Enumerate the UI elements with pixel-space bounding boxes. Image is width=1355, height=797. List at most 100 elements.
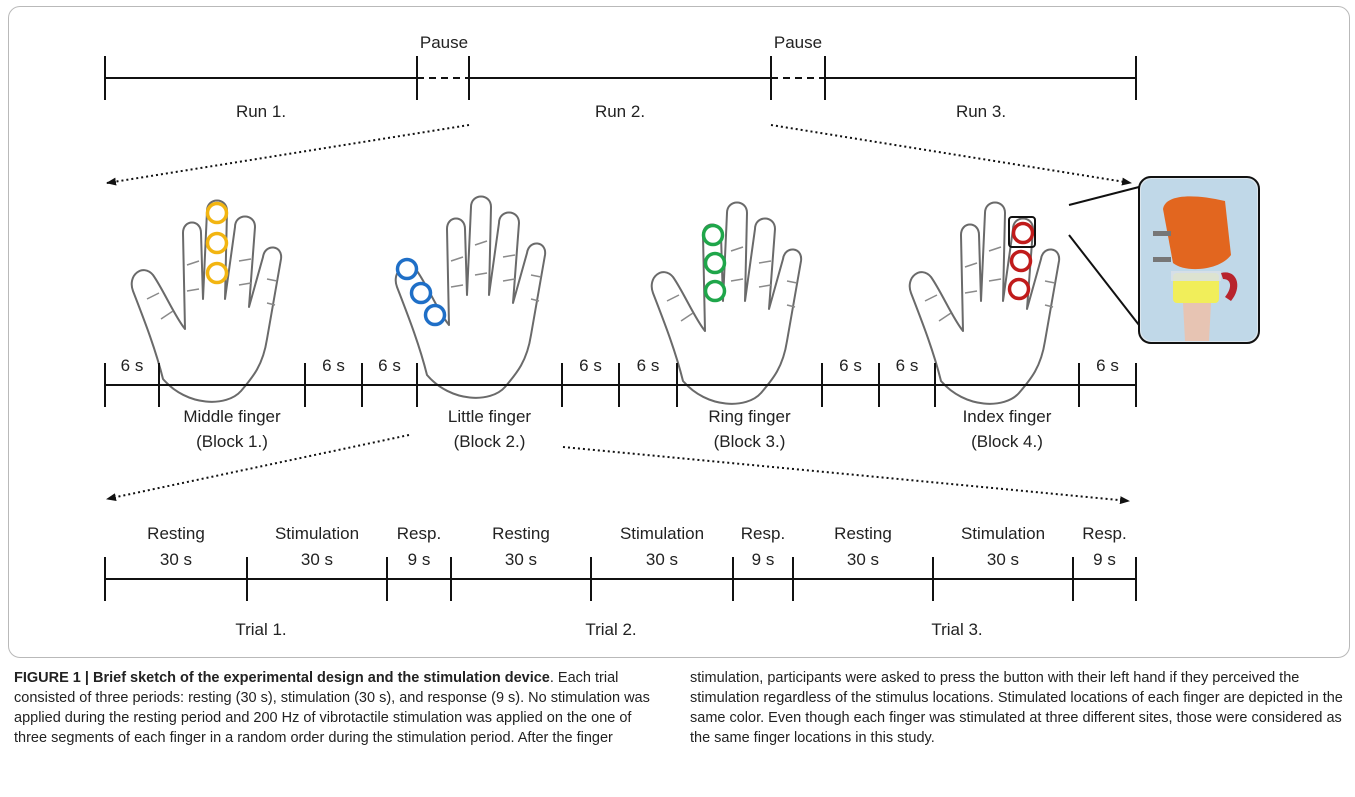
period-label: Resting (834, 524, 892, 543)
stimulation-device-photo (1139, 177, 1259, 343)
expansion-arrow-right (771, 125, 1131, 183)
expansion-arrow-right (563, 447, 1129, 501)
hand-crease-4 (239, 259, 251, 261)
period-label: Stimulation (620, 524, 704, 543)
hand-crease-9 (939, 313, 951, 321)
hand-crease-4 (503, 255, 515, 257)
block-label: (Block 3.) (714, 432, 786, 451)
hand-crease-5 (239, 283, 251, 285)
period-label: Stimulation (275, 524, 359, 543)
device-orange-foam (1163, 196, 1231, 269)
hand-outline-middle (132, 201, 281, 402)
period-label: Resp. (1082, 524, 1126, 543)
period-label: Stimulation (961, 524, 1045, 543)
hand-crease-3 (475, 273, 487, 275)
run-label: Run 2. (595, 102, 645, 121)
period-label: Resting (147, 524, 205, 543)
hand-crease-0 (965, 263, 977, 267)
rest-duration-label: 6 s (839, 356, 862, 375)
run-label: Run 3. (956, 102, 1006, 121)
zoom-line-top (1069, 187, 1139, 205)
stimulus-site-index-2 (1012, 252, 1031, 271)
hand-crease-4 (759, 261, 771, 263)
device-clear-clip (1171, 271, 1221, 281)
figure-caption-right: stimulation, participants were asked to … (690, 668, 1350, 748)
figure-caption-label: FIGURE 1 | Brief sketch of the experimen… (14, 670, 550, 686)
period-duration-label: 9 s (1093, 550, 1116, 569)
hand-crease-0 (187, 261, 199, 265)
expansion-arrow-left (107, 125, 469, 183)
hand-crease-1 (187, 289, 199, 291)
device-pin-upper (1153, 231, 1171, 236)
hand-crease-5 (759, 285, 771, 287)
rest-duration-label: 6 s (378, 356, 401, 375)
stimulus-site-ring-1 (704, 226, 723, 245)
rest-duration-label: 6 s (322, 356, 345, 375)
hand-crease-8 (667, 295, 679, 301)
stimulus-site-ring-2 (706, 254, 725, 273)
stimulus-site-index-1 (1014, 224, 1033, 243)
period-label: Resp. (397, 524, 441, 543)
stimulus-site-ring-3 (706, 282, 725, 301)
trial-label: Trial 2. (585, 620, 636, 639)
period-duration-label: 30 s (847, 550, 879, 569)
hand-crease-6 (1045, 281, 1055, 283)
period-duration-label: 30 s (646, 550, 678, 569)
period-label: Resp. (741, 524, 785, 543)
hand-crease-2 (731, 247, 743, 251)
hand-crease-1 (965, 291, 977, 293)
stimulus-site-little-2 (412, 284, 431, 303)
block-label: (Block 4.) (971, 432, 1043, 451)
stimulus-site-middle-2 (208, 234, 227, 253)
figure-caption-left: FIGURE 1 | Brief sketch of the experimen… (14, 668, 664, 748)
hand-crease-0 (451, 257, 463, 261)
hand-crease-6 (531, 275, 541, 277)
hand-crease-2 (989, 247, 1001, 251)
trial-label: Trial 3. (931, 620, 982, 639)
rest-duration-label: 6 s (579, 356, 602, 375)
stimulus-site-little-1 (398, 260, 417, 279)
finger-label: Ring finger (708, 407, 791, 426)
hand-crease-3 (989, 279, 1001, 281)
block-label: (Block 1.) (196, 432, 268, 451)
hand-crease-1 (451, 285, 463, 287)
period-duration-label: 9 s (752, 550, 775, 569)
rest-duration-label: 6 s (637, 356, 660, 375)
stimulus-site-middle-3 (208, 264, 227, 283)
hand-outline-little (396, 197, 545, 398)
zoom-line-bottom (1069, 235, 1139, 325)
stimulus-site-little-3 (426, 306, 445, 325)
fingertip (1183, 303, 1211, 341)
period-duration-label: 30 s (160, 550, 192, 569)
hand-shape (652, 203, 801, 404)
pause-label: Pause (774, 33, 822, 52)
hand-crease-2 (475, 241, 487, 245)
period-duration-label: 30 s (505, 550, 537, 569)
hand-crease-8 (925, 295, 937, 301)
hand-shape (132, 201, 281, 402)
period-duration-label: 9 s (408, 550, 431, 569)
finger-label: Little finger (448, 407, 531, 426)
hand-crease-8 (147, 293, 159, 299)
device-pin-lower (1153, 257, 1171, 262)
trial-label: Trial 1. (235, 620, 286, 639)
finger-label: Middle finger (183, 407, 281, 426)
stimulus-site-index-3 (1010, 280, 1029, 299)
hand-outline-ring (652, 203, 801, 404)
period-label: Resting (492, 524, 550, 543)
hand-crease-6 (787, 281, 797, 283)
period-duration-label: 30 s (987, 550, 1019, 569)
hand-crease-9 (161, 311, 173, 319)
period-duration-label: 30 s (301, 550, 333, 569)
block-label: (Block 2.) (454, 432, 526, 451)
rest-duration-label: 6 s (1096, 356, 1119, 375)
hand-shape (910, 203, 1059, 404)
pause-label: Pause (420, 33, 468, 52)
run-label: Run 1. (236, 102, 286, 121)
rest-duration-label: 6 s (896, 356, 919, 375)
hand-crease-5 (503, 279, 515, 281)
hand-crease-6 (267, 279, 277, 281)
hand-outline-index (910, 203, 1059, 404)
